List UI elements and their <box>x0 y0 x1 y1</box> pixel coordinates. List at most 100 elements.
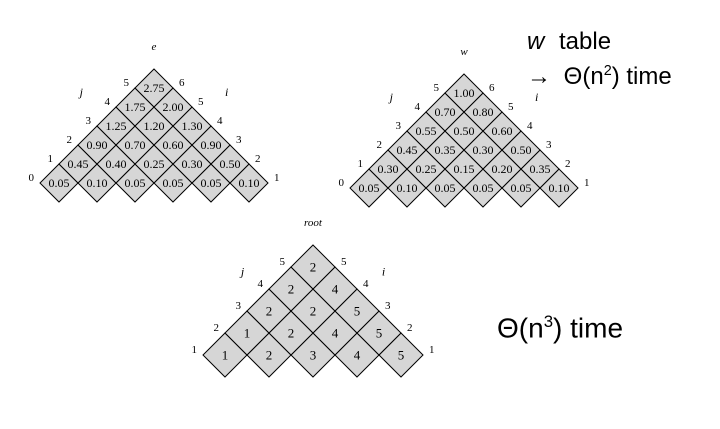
e-cell-value: 0.45 <box>68 157 89 171</box>
w-title: w <box>460 46 468 58</box>
e-cell-value: 0.40 <box>106 157 127 171</box>
root-cell-value: 4 <box>332 326 339 341</box>
root-cell-value: 2 <box>310 304 317 319</box>
w-j-index: 1 <box>358 158 364 170</box>
root-j-label: j <box>239 264 245 278</box>
root-i-index: 5 <box>341 256 347 268</box>
e-title: e <box>152 41 157 53</box>
e-cell-value: 0.05 <box>49 176 70 190</box>
root-j-index: 2 <box>214 322 220 334</box>
root-cell-value: 2 <box>266 348 273 363</box>
w-cell-value: 0.15 <box>454 162 475 176</box>
w-cell-value: 0.35 <box>435 143 456 157</box>
w-cell-value: 0.35 <box>530 162 551 176</box>
w-i-index: 6 <box>489 82 495 94</box>
e-cell-value: 1.75 <box>125 100 146 114</box>
e-i-index: 2 <box>255 153 261 165</box>
e-i-index: 5 <box>198 96 204 108</box>
root-cell-value: 5 <box>354 304 361 319</box>
root-i-index: 4 <box>363 278 369 290</box>
w-i-index: 2 <box>565 158 571 170</box>
e-j-index: 0 <box>29 172 35 184</box>
w-i-index: 4 <box>527 120 533 132</box>
arrow-icon: → <box>527 63 551 90</box>
e-cell-value: 1.30 <box>182 119 203 133</box>
root-cell-value: 5 <box>376 326 383 341</box>
w-i-index: 1 <box>584 177 590 189</box>
e-cell-value: 0.30 <box>182 157 203 171</box>
root-j-index: 3 <box>236 300 242 312</box>
e-cell-value: 1.20 <box>144 119 165 133</box>
root-j-index: 5 <box>280 256 286 268</box>
root-cell-value: 1 <box>222 348 229 363</box>
root-i-index: 2 <box>407 322 413 334</box>
theta-n2-exponent: 2 <box>603 63 612 79</box>
w-j-index: 2 <box>377 139 383 151</box>
w-table-label: table <box>559 28 612 55</box>
root-cell-value: 2 <box>288 282 295 297</box>
root-i-index: 1 <box>429 344 435 356</box>
w-j-label: j <box>388 90 394 104</box>
w-cell-value: 1.00 <box>454 86 475 100</box>
theta-n3-note: Θ(n3) time <box>497 312 623 344</box>
w-i-label: i <box>535 90 538 104</box>
theta-n3-suffix: ) time <box>553 312 624 344</box>
w-cell <box>444 73 484 113</box>
w-j-index: 3 <box>396 120 402 132</box>
w-cell-value: 0.55 <box>416 124 437 138</box>
e-i-index: 3 <box>236 134 242 146</box>
w-j-index: 4 <box>415 101 421 113</box>
e-cell-value: 0.90 <box>201 138 222 152</box>
root-cell <box>290 244 336 290</box>
w-cell-value: 0.50 <box>454 124 475 138</box>
w-cell-value: 0.10 <box>397 181 418 195</box>
theta-n3-exponent: 3 <box>543 312 554 331</box>
w-cell-value: 0.05 <box>511 181 532 195</box>
w-cell-value: 0.30 <box>473 143 494 157</box>
e-cell-value: 0.60 <box>163 138 184 152</box>
e-cell-value: 0.90 <box>87 138 108 152</box>
root-cell-value: 2 <box>288 326 295 341</box>
theta-n2-prefix: Θ(n <box>563 63 604 90</box>
root-cell-value: 5 <box>398 348 405 363</box>
root-cell-value: 4 <box>332 282 339 297</box>
e-cell-value: 2.75 <box>144 81 165 95</box>
w-j-index: 5 <box>434 82 440 94</box>
w-cell-value: 0.05 <box>359 181 380 195</box>
w-cell-value: 0.25 <box>416 162 437 176</box>
root-i-index: 3 <box>385 300 391 312</box>
e-i-index: 1 <box>274 172 280 184</box>
w-i-index: 5 <box>508 101 514 113</box>
e-cell-value: 0.50 <box>220 157 241 171</box>
root-j-index: 4 <box>258 278 264 290</box>
theta-n2-suffix: ) time <box>611 63 672 90</box>
w-cell-value: 0.50 <box>511 143 532 157</box>
e-i-index: 6 <box>179 77 185 89</box>
e-j-label: j <box>78 85 84 99</box>
e-cell-value: 0.25 <box>144 157 165 171</box>
w-j-index: 0 <box>339 177 345 189</box>
w-cell-value: 0.45 <box>397 143 418 157</box>
w-cell-value: 0.60 <box>492 124 513 138</box>
w-cell-value: 0.05 <box>473 181 494 195</box>
e-cell-value: 0.70 <box>125 138 146 152</box>
root-title: root <box>304 217 323 229</box>
e-cell-value: 0.10 <box>239 176 260 190</box>
root-cell-value: 2 <box>266 304 273 319</box>
w-cell-value: 0.10 <box>549 181 570 195</box>
e-cell-value: 2.00 <box>163 100 184 114</box>
root-cell-value: 4 <box>354 348 361 363</box>
w-i-index: 3 <box>546 139 552 151</box>
w-cell-value: 0.20 <box>492 162 513 176</box>
e-j-index: 3 <box>86 115 92 127</box>
root-i-label: i <box>382 264 385 278</box>
root-cell-value: 2 <box>310 260 317 275</box>
w-cell-value: 0.30 <box>378 162 399 176</box>
e-i-index: 4 <box>217 115 223 127</box>
root-cell-value: 1 <box>244 326 251 341</box>
theta-n2-note: → Θ(n2) time <box>527 63 672 91</box>
